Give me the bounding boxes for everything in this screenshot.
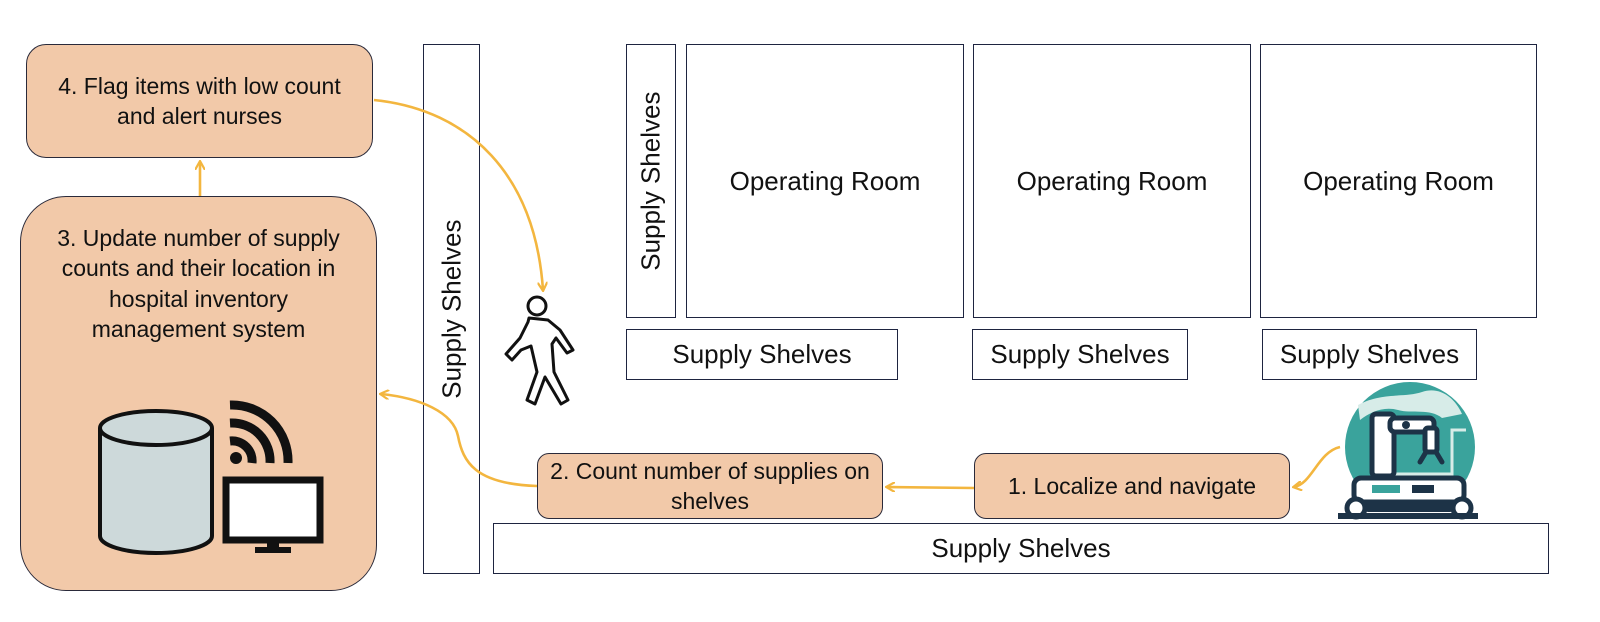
supply-shelves-label: Supply Shelves — [672, 339, 852, 370]
supply-shelves-vertical-top: Supply Shelves — [626, 44, 676, 318]
step-3-update-box: 3. Update number of supply counts and th… — [20, 196, 377, 591]
step-2-count-box: 2. Count number of supplies on shelves — [537, 453, 883, 519]
operating-room-1: Operating Room — [686, 44, 964, 318]
supply-shelves-label: Supply Shelves — [990, 339, 1170, 370]
operating-room-label: Operating Room — [1016, 165, 1208, 196]
supply-shelves-label: Supply Shelves — [931, 533, 1111, 564]
step-4-label: 4. Flag items with low count and alert n… — [58, 72, 341, 129]
supply-shelves-bottom: Supply Shelves — [493, 523, 1549, 574]
supply-shelves-label: Supply Shelves — [635, 91, 666, 271]
operating-room-3: Operating Room — [1260, 44, 1537, 318]
supply-shelves-label: Supply Shelves — [436, 219, 467, 399]
supply-shelves-vertical-left: Supply Shelves — [423, 44, 480, 574]
supply-shelves-1: Supply Shelves — [626, 329, 898, 380]
arrow-step1-to-step2 — [887, 487, 975, 488]
arrow-robot-to-step1 — [1294, 445, 1341, 487]
operating-room-label: Operating Room — [729, 165, 921, 196]
supply-shelves-label: Supply Shelves — [1279, 339, 1460, 370]
supply-shelves-2: Supply Shelves — [972, 329, 1188, 380]
step-1-label: 1. Localize and navigate — [1007, 472, 1257, 499]
step-4-flag-box: 4. Flag items with low count and alert n… — [26, 44, 373, 158]
operating-room-label: Operating Room — [1303, 165, 1494, 196]
step-2-label: 2. Count number of supplies on shelves — [550, 457, 870, 514]
step-3-label: 3. Update number of supply counts and th… — [57, 225, 340, 343]
operating-room-2: Operating Room — [973, 44, 1251, 318]
supply-shelves-3: Supply Shelves — [1262, 329, 1477, 380]
robot-icon — [1338, 382, 1478, 520]
walking-person-icon — [504, 295, 575, 406]
step-1-localize-box: 1. Localize and navigate — [974, 453, 1290, 519]
